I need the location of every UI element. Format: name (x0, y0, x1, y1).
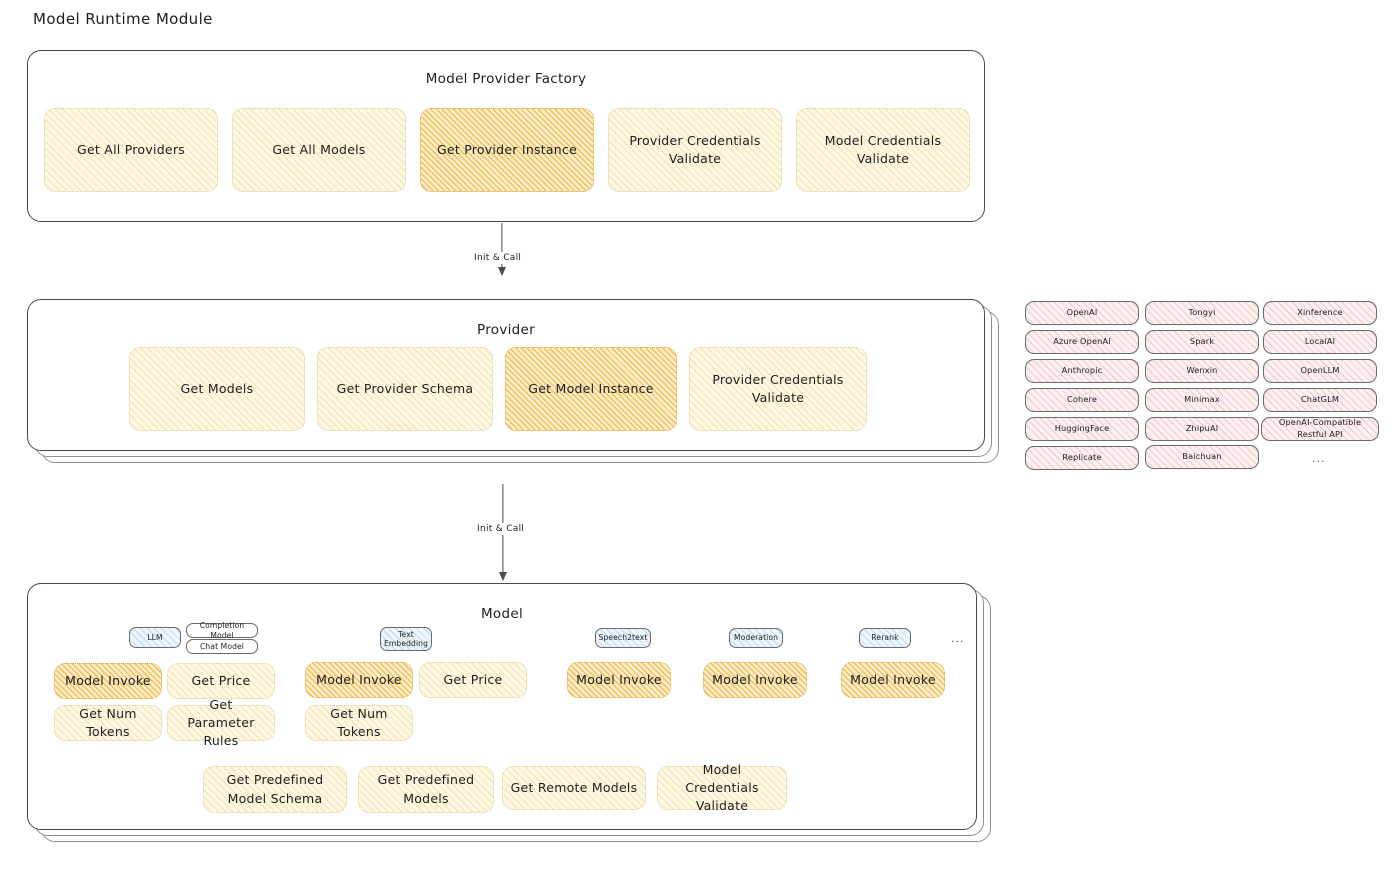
model-type-badge-speech2text[interactable]: Speech2text (595, 628, 651, 648)
vendor-list-more-ellipsis: ... (1312, 452, 1326, 465)
factory-box-provider-credentials-validate[interactable]: Provider Credentials Validate (608, 108, 782, 192)
vendor-openai-compatible-restful-api[interactable]: OpenAI-Compatible Restful API (1261, 417, 1379, 441)
model-type-badge-moderation[interactable]: Moderation (729, 628, 783, 648)
provider-title: Provider (477, 322, 535, 338)
model-subtype-badge-chat-model[interactable]: Chat Model (186, 639, 258, 654)
model-common-get-predefined-models[interactable]: Get Predefined Models (358, 766, 494, 813)
provider-box-provider-credentials-validate[interactable]: Provider Credentials Validate (689, 347, 867, 431)
model-types-more-ellipsis: ... (951, 632, 965, 645)
vendor-tongyi[interactable]: Tongyi (1145, 301, 1259, 325)
text-embedding-method-get-num-tokens[interactable]: Get Num Tokens (305, 705, 413, 741)
text-embedding-method-get-price[interactable]: Get Price (419, 662, 527, 698)
provider-box-get-provider-schema[interactable]: Get Provider Schema (317, 347, 493, 431)
vendor-cohere[interactable]: Cohere (1025, 388, 1139, 412)
vendor-spark[interactable]: Spark (1145, 330, 1259, 354)
factory-box-get-provider-instance[interactable]: Get Provider Instance (420, 108, 594, 192)
llm-method-model-invoke[interactable]: Model Invoke (54, 663, 162, 699)
llm-method-get-parameter-rules[interactable]: Get Parameter Rules (167, 697, 275, 748)
model-title: Model (480, 606, 524, 622)
text-embedding-method-model-invoke[interactable]: Model Invoke (305, 662, 413, 698)
llm-method-get-price[interactable]: Get Price (167, 663, 275, 699)
factory-box-get-all-models[interactable]: Get All Models (232, 108, 406, 192)
arrow-shaft (501, 223, 503, 275)
vendor-azure-openai[interactable]: Azure OpenAI (1025, 330, 1139, 354)
vendor-minimax[interactable]: Minimax (1145, 388, 1259, 412)
model-common-get-remote-models[interactable]: Get Remote Models (502, 766, 646, 810)
moderation-method-model-invoke[interactable]: Model Invoke (703, 662, 807, 698)
model-type-badge-text-embedding[interactable]: Text Embedding (380, 627, 432, 651)
vendor-replicate[interactable]: Replicate (1025, 446, 1139, 470)
vendor-xinference[interactable]: Xinference (1263, 301, 1377, 325)
arrow-head (498, 267, 506, 276)
provider-box-get-models[interactable]: Get Models (129, 347, 305, 431)
vendor-chatglm[interactable]: ChatGLM (1263, 388, 1377, 412)
arrow-head (499, 572, 507, 581)
factory-box-model-credentials-validate[interactable]: Model Credentials Validate (796, 108, 970, 192)
model-common-get-predefined-model-schema[interactable]: Get Predefined Model Schema (203, 766, 347, 813)
vendor-huggingface[interactable]: HuggingFace (1025, 417, 1139, 441)
model-type-badge-llm[interactable]: LLM (129, 627, 181, 648)
page-title: Model Runtime Module (33, 10, 213, 28)
provider-box-get-model-instance[interactable]: Get Model Instance (505, 347, 677, 431)
vendor-zhipuai[interactable]: ZhipuAI (1145, 417, 1259, 441)
model-provider-factory-title: Model Provider Factory (425, 71, 587, 87)
vendor-anthropic[interactable]: Anthropic (1025, 359, 1139, 383)
vendor-openllm[interactable]: OpenLLM (1263, 359, 1377, 383)
rerank-method-model-invoke[interactable]: Model Invoke (841, 662, 945, 698)
vendor-localai[interactable]: LocalAI (1263, 330, 1377, 354)
model-subtype-badge-completion-model[interactable]: Completion Model (186, 621, 258, 640)
model-common-model-credentials-validate[interactable]: Model Credentials Validate (657, 762, 787, 813)
arrow-label-init-and-call-2: Init & Call (473, 523, 529, 535)
model-type-badge-rerank[interactable]: Rerank (859, 628, 911, 648)
arrow-factory-to-provider (494, 223, 510, 276)
factory-box-get-all-providers[interactable]: Get All Providers (44, 108, 218, 192)
vendor-wenxin[interactable]: Wenxin (1145, 359, 1259, 383)
vendor-baichuan[interactable]: Baichuan (1145, 445, 1259, 469)
arrow-label-init-and-call-1: Init & Call (470, 252, 526, 264)
llm-method-get-num-tokens[interactable]: Get Num Tokens (54, 705, 162, 741)
vendor-openai[interactable]: OpenAI (1025, 301, 1139, 325)
speech2text-method-model-invoke[interactable]: Model Invoke (567, 662, 671, 698)
